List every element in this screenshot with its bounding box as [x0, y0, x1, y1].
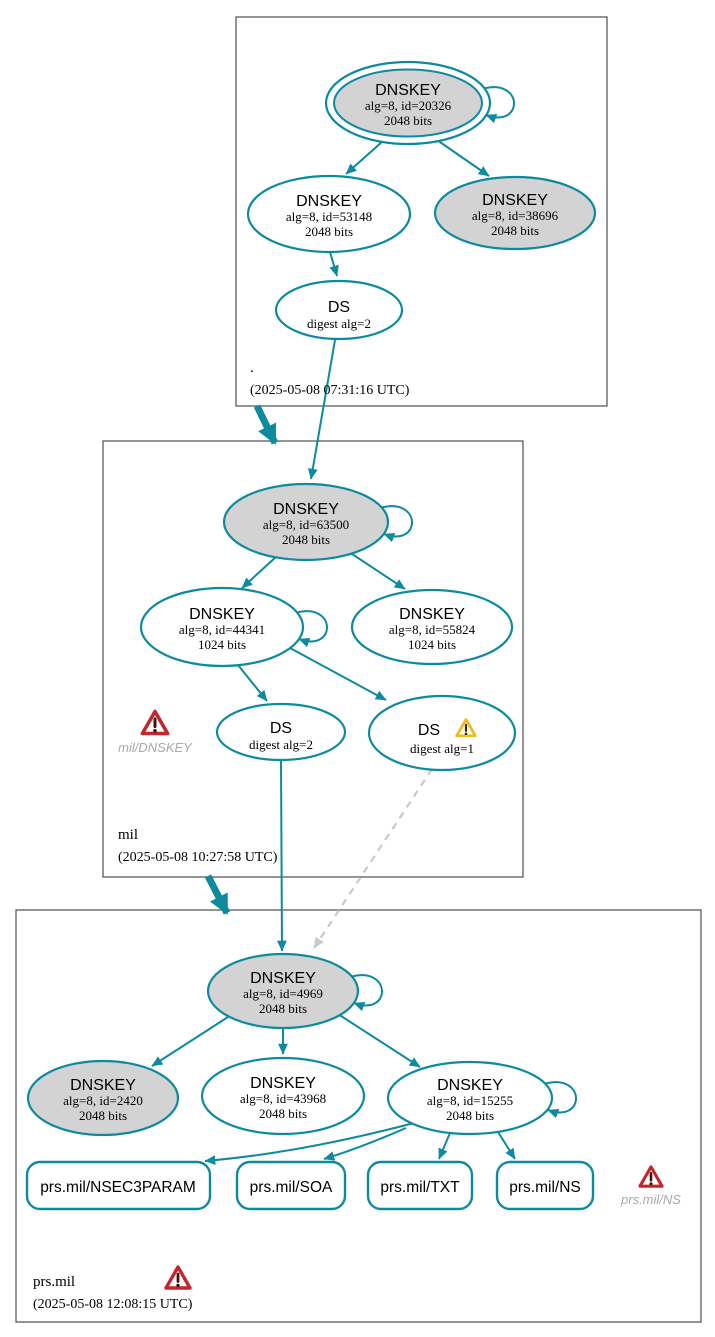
- ds-node-mil-alg2[interactable]: DS digest alg=2: [215, 702, 347, 762]
- edge-selfsign-key44341: [294, 610, 328, 648]
- dnskey-node-38696[interactable]: DNSKEY alg=8, id=38696 2048 bits: [433, 175, 597, 251]
- dnskey-detail: alg=8, id=53148: [286, 209, 372, 224]
- zone-label-mil: mil: [118, 827, 138, 843]
- dnskey-node-15255[interactable]: DNSKEY alg=8, id=15255 2048 bits: [386, 1060, 554, 1136]
- edge-selfsign-key20326: [481, 86, 515, 124]
- warning-triangle-yellow-icon: [455, 718, 477, 738]
- zone-timestamp-root: (2025-05-08 07:31:16 UTC): [250, 383, 410, 398]
- dnskey-title: DNSKEY: [399, 606, 465, 623]
- edge-selfsign-key63500: [379, 505, 413, 543]
- dnskey-detail: 2048 bits: [79, 1108, 127, 1123]
- ds-detail: digest alg=1: [410, 741, 474, 756]
- edge-key20326-key38696: [436, 139, 490, 177]
- warning-label: prs.mil/NS: [620, 1192, 681, 1207]
- edge-key63500-key44341: [241, 555, 278, 589]
- ds-title: DS: [328, 299, 350, 316]
- edge-selfsign-key4969: [349, 974, 383, 1012]
- rrset-node-prs-mil-nsec3param[interactable]: prs.mil/NSEC3PARAM: [25, 1160, 212, 1211]
- edge-key15255-nsec3param: [204, 1122, 415, 1165]
- edge-key44341-ds1-mil: [289, 647, 387, 701]
- dnskey-detail: 1024 bits: [408, 637, 456, 652]
- dnskey-detail: alg=8, id=43968: [240, 1091, 326, 1106]
- warning-triangle-red-icon: [638, 1165, 664, 1188]
- dnskey-node-63500-ksk[interactable]: DNSKEY alg=8, id=63500 2048 bits: [222, 482, 390, 562]
- dnskey-detail: alg=8, id=55824: [389, 622, 476, 637]
- dnskey-title: DNSKEY: [189, 606, 255, 623]
- edge-key15255-ns: [497, 1131, 516, 1160]
- dnskey-title: DNSKEY: [375, 82, 441, 99]
- dnskey-detail: 2048 bits: [259, 1106, 307, 1121]
- dnskey-node-55824[interactable]: DNSKEY alg=8, id=55824 1024 bits: [350, 588, 514, 666]
- rrset-label: prs.mil/SOA: [250, 1179, 333, 1196]
- edge-key15255-txt: [438, 1132, 451, 1160]
- ds-node-root[interactable]: DS digest alg=2: [274, 279, 404, 341]
- rrset-node-prs-mil-ns[interactable]: prs.mil/NS: [495, 1160, 595, 1211]
- rrset-label: prs.mil/NS: [509, 1179, 580, 1196]
- edge-selfsign-key15255: [543, 1081, 577, 1119]
- ds-detail: digest alg=2: [249, 737, 313, 752]
- ds-detail: digest alg=2: [307, 316, 371, 331]
- edge-key20326-key53148: [345, 140, 384, 175]
- zone-timestamp-mil: (2025-05-08 10:27:58 UTC): [118, 850, 278, 865]
- ds-title: DS: [270, 720, 292, 737]
- edge-key63500-key55824: [348, 551, 406, 590]
- warning-label: mil/DNSKEY: [118, 740, 193, 755]
- dnskey-detail: 2048 bits: [491, 223, 539, 238]
- edge-key53148-ds-root: [329, 251, 339, 277]
- dnskey-detail: alg=8, id=15255: [427, 1093, 513, 1108]
- dnskey-detail: 2048 bits: [384, 113, 432, 128]
- zone-label-prs-mil: prs.mil: [33, 1274, 75, 1290]
- edge-ds2-mil-key4969: [277, 758, 287, 952]
- dnskey-title: DNSKEY: [250, 1075, 316, 1092]
- edge-delegation-mil-prs-mil: [204, 874, 231, 915]
- dnskey-node-44341[interactable]: DNSKEY alg=8, id=44341 1024 bits: [139, 586, 305, 668]
- rrset-label: prs.mil/TXT: [380, 1179, 460, 1196]
- dnskey-detail: alg=8, id=2420: [63, 1093, 143, 1108]
- dnskey-node-20326-ksk[interactable]: DNSKEY alg=8, id=20326 2048 bits: [324, 60, 492, 146]
- edge-ds1-mil-key4969-dashed: [313, 768, 433, 949]
- rrset-node-prs-mil-soa[interactable]: prs.mil/SOA: [235, 1160, 347, 1211]
- edge-delegation-root-mil: [253, 404, 279, 445]
- dnskey-detail: 1024 bits: [198, 637, 246, 652]
- dnskey-detail: alg=8, id=4969: [243, 986, 323, 1001]
- warning-triangle-red-icon: [164, 1265, 192, 1290]
- dnskey-node-53148[interactable]: DNSKEY alg=8, id=53148 2048 bits: [246, 174, 412, 254]
- dnskey-title: DNSKEY: [482, 192, 548, 209]
- dnskey-detail: 2048 bits: [446, 1108, 494, 1123]
- warning-triangle-red-icon: [140, 709, 170, 736]
- rrset-label: prs.mil/NSEC3PARAM: [40, 1179, 196, 1196]
- dnskey-detail: alg=8, id=63500: [263, 517, 349, 532]
- zone-label-root: .: [250, 360, 254, 376]
- dnskey-node-4969-ksk[interactable]: DNSKEY alg=8, id=4969 2048 bits: [206, 952, 360, 1030]
- dnskey-detail: alg=8, id=20326: [365, 98, 452, 113]
- dnskey-title: DNSKEY: [70, 1077, 136, 1094]
- dnskey-detail: 2048 bits: [282, 532, 330, 547]
- warning-mil-dnskey: mil/DNSKEY: [118, 709, 193, 755]
- dnskey-node-2420[interactable]: DNSKEY alg=8, id=2420 2048 bits: [26, 1059, 180, 1137]
- zone-timestamp-prs-mil: (2025-05-08 12:08:15 UTC): [33, 1297, 193, 1312]
- edge-key4969-key2420: [151, 1016, 229, 1067]
- dnskey-detail: 2048 bits: [305, 224, 353, 239]
- ds-node-mil-alg1[interactable]: DS digest alg=1: [367, 694, 517, 772]
- edge-key15255-soa: [323, 1127, 407, 1161]
- rrset-node-prs-mil-txt[interactable]: prs.mil/TXT: [366, 1160, 474, 1211]
- dnskey-title: DNSKEY: [296, 193, 362, 210]
- dnskey-detail: alg=8, id=44341: [179, 622, 265, 637]
- dnskey-node-43968[interactable]: DNSKEY alg=8, id=43968 2048 bits: [200, 1056, 366, 1136]
- dnskey-title: DNSKEY: [437, 1077, 503, 1094]
- edge-ds-root-key63500: [307, 339, 336, 480]
- dnskey-title: DNSKEY: [273, 501, 339, 518]
- dnskey-detail: alg=8, id=38696: [472, 208, 559, 223]
- edge-key44341-ds2-mil: [237, 664, 268, 702]
- edge-key4969-key15255: [337, 1013, 421, 1068]
- warning-prs-mil-ns: prs.mil/NS: [620, 1165, 681, 1207]
- dnskey-title: DNSKEY: [250, 970, 316, 987]
- dnskey-detail: 2048 bits: [259, 1001, 307, 1016]
- ds-title: DS: [418, 722, 440, 739]
